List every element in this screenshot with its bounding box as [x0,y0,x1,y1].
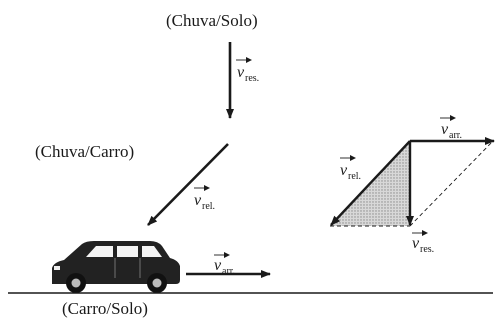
car-icon [52,241,180,293]
resultant-label: v res. [236,60,259,84]
svg-text:v: v [214,257,222,274]
drag-label: v arr. [214,255,235,277]
relative-arrow [148,144,228,225]
label-car-ground: (Carro/Solo) [62,299,148,318]
svg-text:v: v [441,121,449,138]
triangle-relative-label: v rel. [340,158,361,182]
vector-triangle [330,141,494,226]
svg-text:arr.: arr. [449,130,462,141]
triangle-drag-label: v arr. [440,118,462,141]
svg-text:v: v [237,64,245,81]
svg-text:arr.: arr. [222,266,235,277]
triangle-resultant-label: v res. [412,233,434,255]
svg-text:res.: res. [420,244,434,255]
label-rain-ground: (Chuva/Solo) [166,11,258,30]
relative-label: v rel. [194,188,215,212]
svg-text:res.: res. [245,73,259,84]
svg-text:v: v [340,162,348,179]
svg-text:v: v [194,192,202,209]
svg-text:v: v [412,235,420,252]
label-rain-car: (Chuva/Carro) [35,142,134,161]
svg-text:rel.: rel. [202,201,215,212]
svg-text:rel.: rel. [348,171,361,182]
